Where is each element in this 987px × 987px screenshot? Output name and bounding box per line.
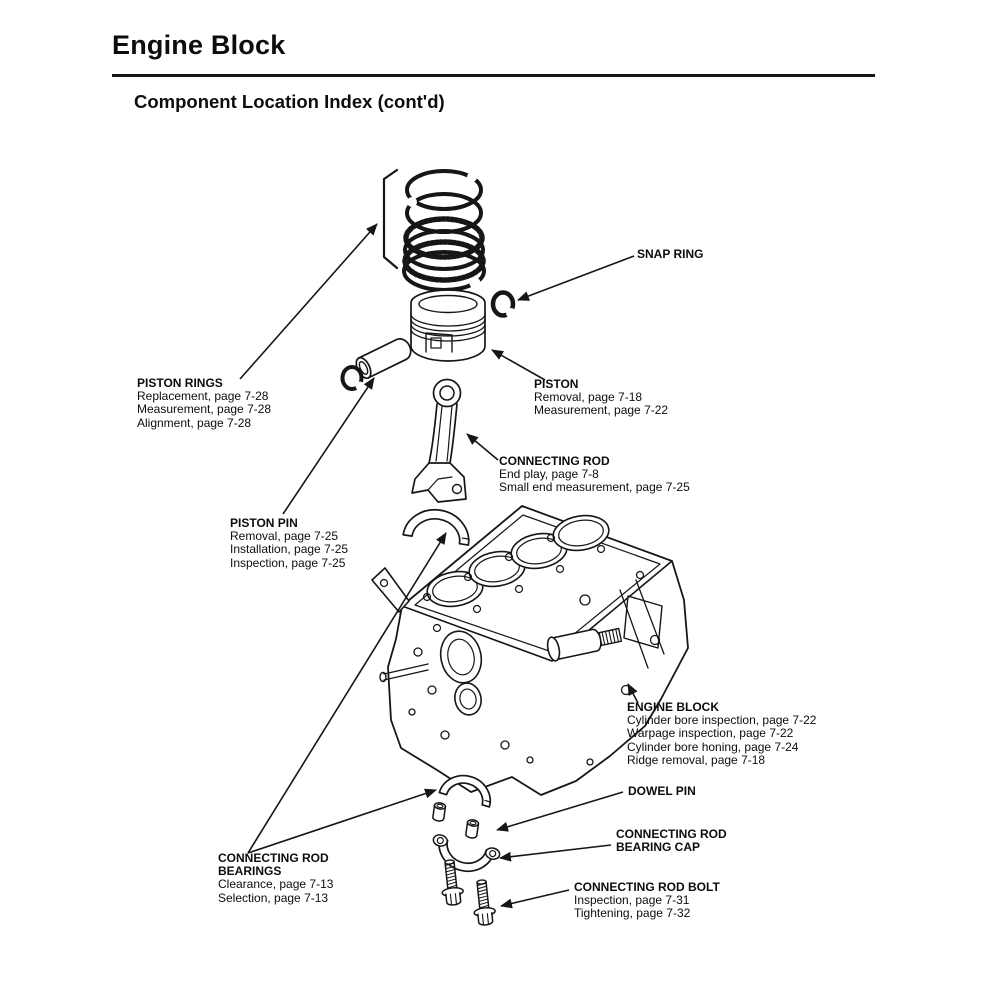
page-title: Engine Block	[112, 30, 286, 60]
pin-snap-ring-drawing	[340, 365, 365, 391]
callout-title: CONNECTING ROD BOLT	[574, 880, 720, 894]
callout-title: PISTON	[534, 377, 579, 391]
callout-title: CONNECTING ROD	[616, 827, 727, 841]
callout-title: SNAP RING	[637, 247, 704, 261]
leader-lines	[239, 223, 639, 909]
callout-title: BEARINGS	[218, 864, 282, 879]
callout-rod-bolt: CONNECTING ROD BOLT Inspection, page 7-3…	[574, 880, 720, 921]
dowel-pin-drawing	[465, 819, 480, 839]
rod-bolt-drawing	[441, 859, 464, 906]
leader-rod-bearings-lower	[247, 788, 437, 854]
leader-dowel-pin	[496, 791, 624, 832]
title-divider	[112, 74, 875, 77]
leader-rod-bearings-upper	[247, 532, 447, 854]
leader-piston-pin	[282, 377, 375, 515]
callout-engine-block: ENGINE BLOCK Cylinder bore inspection, p…	[627, 700, 817, 767]
crank-snout	[546, 627, 623, 662]
callout-title: ENGINE BLOCK	[627, 700, 720, 714]
callout-connecting-rod: CONNECTING ROD End play, page 7-8 Small …	[499, 454, 690, 495]
callout-piston-rings: PISTON RINGS Replacement, page 7-28 Meas…	[137, 376, 272, 430]
piston-rings-drawing	[402, 169, 486, 292]
upper-bearing-shell-drawing	[402, 508, 470, 546]
engine-block-drawing	[371, 505, 689, 796]
callout-snap-ring: SNAP RING	[637, 247, 704, 261]
dowel-pin-drawing	[432, 802, 447, 822]
piston-drawing	[410, 289, 486, 362]
leader-bearing-cap	[499, 844, 612, 862]
callout-title: CONNECTING ROD	[218, 851, 329, 865]
rod-bolt-drawing	[473, 879, 496, 926]
leader-snap-ring	[517, 255, 635, 301]
callout-piston-pin: PISTON PIN Removal, page 7-25 Installati…	[230, 516, 349, 570]
callout-title: CONNECTING ROD	[499, 454, 610, 468]
callout-bearing-cap: CONNECTING ROD BEARING CAP	[616, 827, 727, 855]
leader-rod-bolt	[500, 889, 570, 909]
leader-connecting-rod	[466, 433, 499, 461]
snap-ring-drawing	[490, 290, 516, 318]
callout-title: PISTON PIN	[230, 516, 298, 530]
callout-title: BEARING CAP	[616, 840, 701, 855]
leader-engine-block	[627, 683, 639, 704]
bearing-cap-drawing	[432, 834, 501, 873]
leader-piston	[491, 349, 546, 381]
connecting-rod-drawing	[411, 378, 467, 503]
page-subtitle: Component Location Index (cont'd)	[134, 91, 445, 112]
callout-piston: PISTON Removal, page 7-18 Measurement, p…	[534, 377, 669, 418]
callout-dowel-pin: DOWEL PIN	[628, 784, 696, 798]
leader-piston-rings	[239, 223, 378, 380]
callout-title: DOWEL PIN	[628, 784, 696, 798]
lower-bearing-shell-drawing	[438, 774, 492, 808]
piston-rings-bracket	[382, 168, 399, 270]
callout-title: PISTON RINGS	[137, 376, 223, 390]
callout-rod-bearings: CONNECTING ROD BEARINGS Clearance, page …	[218, 851, 334, 905]
